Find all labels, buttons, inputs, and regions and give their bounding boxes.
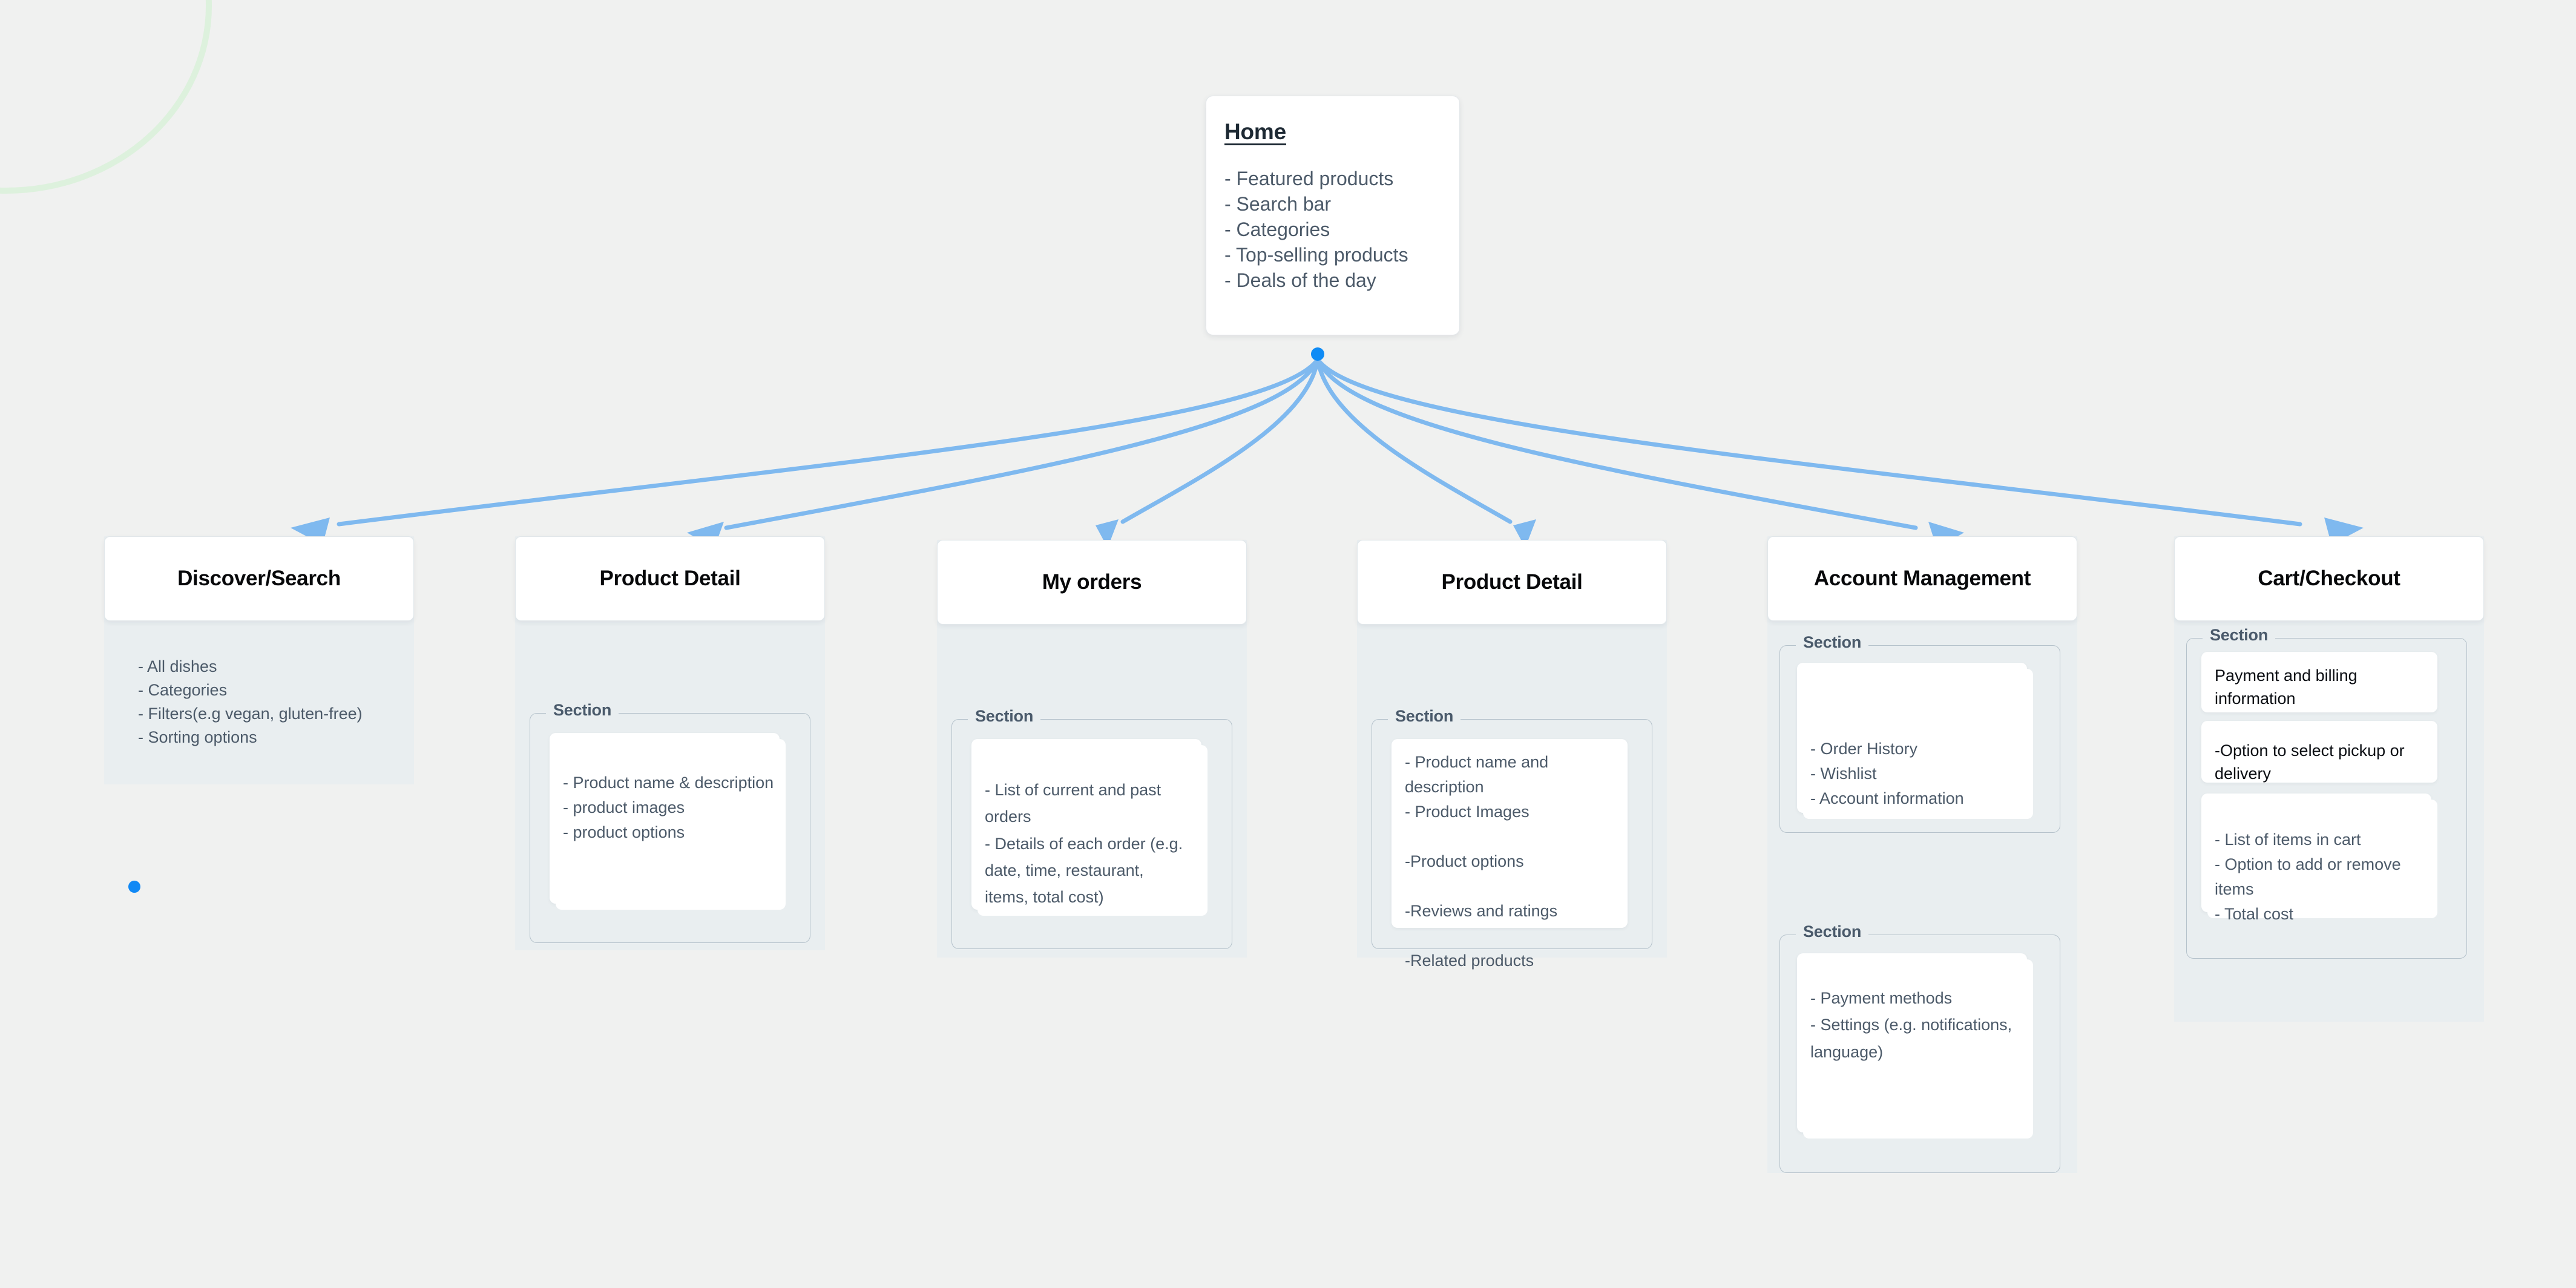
list-item: - Deals of the day	[1224, 269, 1376, 291]
list-item: - Categories	[138, 680, 228, 699]
card-text: - Product name and description - Product…	[1405, 753, 1558, 970]
card-text: - Order History - Wishlist - Account inf…	[1810, 740, 1964, 808]
column-header-product-detail-1[interactable]: Product Detail	[515, 536, 825, 621]
column-header-account-management[interactable]: Account Management	[1767, 536, 2077, 621]
hub-connection-dot[interactable]	[1311, 347, 1324, 361]
card-pickup-delivery[interactable]: -Option to select pickup or delivery	[2201, 721, 2437, 783]
section-legend: Section	[1796, 633, 1869, 652]
node-home[interactable]: Home - Featured products - Search bar - …	[1206, 96, 1460, 335]
corner-arc-decoration	[0, 0, 212, 194]
column-my-orders: My orders Section - List of current and …	[937, 540, 1247, 958]
column-title: Account Management	[1813, 567, 2031, 590]
column-title: Discover/Search	[177, 567, 341, 590]
card-product-detail-1[interactable]: - Product name & description - product i…	[550, 733, 780, 904]
column-header-cart-checkout[interactable]: Cart/Checkout	[2174, 536, 2484, 621]
card-my-orders[interactable]: - List of current and past orders - Deta…	[971, 739, 1201, 910]
section-product-detail-2: Section - Product name and description -…	[1372, 707, 1652, 970]
column-title: My orders	[1042, 570, 1142, 594]
column-header-my-orders[interactable]: My orders	[937, 540, 1247, 625]
list-item: - Search bar	[1224, 192, 1332, 215]
card-text: - List of items in cart - Option to add …	[2215, 830, 2401, 924]
node-home-list: - Featured products - Search bar - Categ…	[1224, 166, 1441, 294]
card-text: - List of current and past orders - Deta…	[985, 781, 1183, 907]
card-payment-settings[interactable]: - Payment methods - Settings (e.g. notif…	[1797, 953, 2027, 1132]
section-legend: Section	[1388, 707, 1461, 726]
column-title: Cart/Checkout	[2258, 567, 2400, 590]
column-discover-search: Discover/Search - All dishes - Categorie…	[104, 536, 414, 784]
column-account-management: Account Management Section - Order Histo…	[1767, 536, 2077, 1173]
section-legend: Section	[1796, 922, 1869, 941]
list-item: - Categories	[1224, 218, 1330, 240]
column-header-discover-search[interactable]: Discover/Search	[104, 536, 414, 621]
column-title: Product Detail	[1441, 570, 1583, 594]
discover-search-list: - All dishes - Categories - Filters(e.g …	[138, 655, 363, 749]
list-item: - Top-selling products	[1224, 243, 1408, 266]
card-text: - Payment methods - Settings (e.g. notif…	[1810, 989, 2012, 1061]
card-payment-billing[interactable]: Payment and billing information	[2201, 652, 2437, 712]
list-item: - Filters(e.g vegan, gluten-free)	[138, 704, 363, 723]
column-product-detail-2: Product Detail Section - Product name an…	[1357, 540, 1667, 970]
section-product-detail-1: Section - Product name & description - p…	[530, 701, 810, 943]
section-my-orders: Section - List of current and past order…	[951, 707, 1232, 949]
section-account-management-1: Section - Order History - Wishlist - Acc…	[1779, 633, 2060, 833]
list-item: - All dishes	[138, 657, 217, 675]
list-item: - Sorting options	[138, 728, 257, 746]
section-legend: Section	[2203, 626, 2276, 645]
column-header-product-detail-2[interactable]: Product Detail	[1357, 540, 1667, 625]
node-home-title: Home	[1224, 119, 1286, 144]
card-text: -Option to select pickup or delivery	[2215, 741, 2410, 783]
column-title: Product Detail	[599, 567, 741, 590]
card-text: Payment and billing information	[2215, 666, 2362, 708]
list-item: - Featured products	[1224, 168, 1394, 189]
section-cart-checkout: Section Payment and billing information …	[2186, 626, 2467, 959]
card-product-detail-2[interactable]: - Product name and description - Product…	[1392, 739, 1628, 970]
anchor-connection-dot[interactable]	[128, 881, 140, 893]
column-cart-checkout: Cart/Checkout Section Payment and billin…	[2174, 536, 2484, 1022]
card-text: - Product name & description - product i…	[563, 774, 774, 842]
column-product-detail-1: Product Detail Section - Product name & …	[515, 536, 825, 950]
section-account-management-2: Section - Payment methods - Settings (e.…	[1779, 922, 2060, 1173]
card-cart-items[interactable]: - List of items in cart - Option to add …	[2201, 794, 2431, 923]
section-legend: Section	[968, 707, 1041, 726]
card-account-info[interactable]: - Order History - Wishlist - Account inf…	[1797, 663, 2027, 813]
section-legend: Section	[546, 701, 619, 720]
